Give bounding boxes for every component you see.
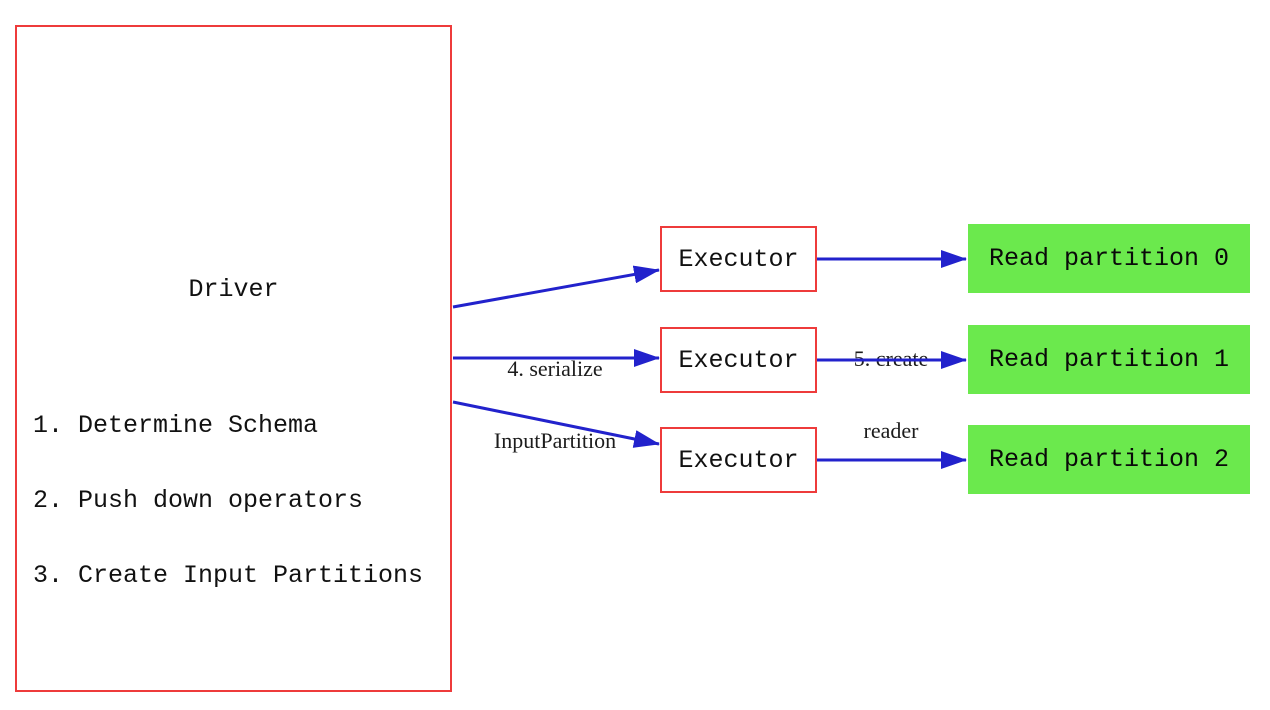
create-reader-label: 5. create reader (816, 299, 966, 491)
read-partition-box-1: Read partition 1 (968, 325, 1250, 394)
create-reader-label-line2: reader (863, 418, 919, 443)
read-partition-box-0: Read partition 0 (968, 224, 1250, 293)
driver-step-2: 2. Push down operators (33, 486, 364, 515)
serialize-inputpartition-label: 4. serialize InputPartition (455, 309, 655, 501)
serialize-label-line1: 4. serialize (507, 356, 603, 381)
executor-box-2: Executor (660, 327, 817, 393)
driver-step-1: 1. Determine Schema (33, 411, 319, 440)
executor-box-3: Executor (660, 427, 817, 493)
arrow-driver-to-executor-1 (452, 265, 660, 309)
driver-steps-list: 1. Determine Schema 2. Push down operato… (33, 363, 423, 638)
serialize-label-line2: InputPartition (493, 428, 617, 453)
executor-box-1: Executor (660, 226, 817, 292)
create-reader-label-line1: 5. create (853, 346, 929, 371)
driver-step-3: 3. Create Input Partitions (33, 561, 424, 590)
driver-box: Driver 1. Determine Schema 2. Push down … (15, 25, 452, 692)
driver-title: Driver (188, 275, 279, 304)
read-partition-box-2: Read partition 2 (968, 425, 1250, 494)
